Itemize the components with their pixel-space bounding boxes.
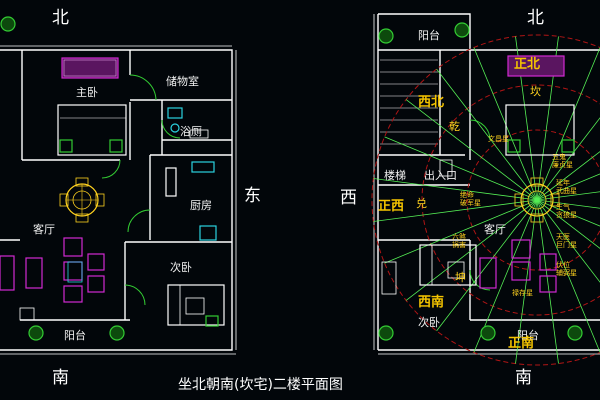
compass-ray: [536, 199, 600, 249]
room-storage: 储物室: [166, 75, 199, 88]
compass-ray: [436, 68, 538, 201]
left-north-label: 北: [52, 8, 69, 28]
room-living: 客厅: [33, 223, 55, 236]
star-label: 六煞: [452, 233, 466, 241]
master-bed: [61, 57, 119, 79]
direction-xi-nan: 西南: [418, 295, 445, 310]
room-kitchen: 厨房: [190, 199, 212, 212]
star-label: 延年: [556, 179, 570, 187]
compass-rays: [373, 36, 600, 364]
compass-ray: [405, 199, 538, 301]
star-label: 辅弼星: [556, 269, 577, 277]
compass-ray: [373, 199, 538, 222]
star-label: 文昌星: [488, 135, 509, 143]
compass-ray: [536, 199, 559, 364]
left-outer-wall: [0, 49, 233, 351]
compass-outer-ring: [371, 34, 600, 366]
room-balcony: 阳台: [64, 329, 86, 342]
star-label: 巨门星: [556, 241, 577, 249]
right-north-label: 北: [527, 8, 544, 28]
room-master-bedroom: 主卧: [76, 86, 98, 99]
compass-ray: [515, 199, 538, 364]
left-furniture: [0, 16, 225, 341]
left-south-label: 南: [52, 368, 69, 388]
room-balcony-top: 阳台: [418, 29, 440, 42]
star-label: 伏位: [556, 261, 570, 269]
right-outer-wall: [378, 13, 600, 51]
star-label: 绝命: [460, 191, 474, 199]
room-balcony-bottom: 阳台: [517, 329, 539, 342]
compass-ray: [373, 178, 538, 201]
left-plan: [0, 45, 237, 355]
room-stair: 楼梯: [384, 169, 406, 182]
star-label: 天医: [556, 233, 570, 241]
compass-ray: [536, 199, 600, 283]
room-living-right: 客厅: [484, 223, 506, 236]
compass-ray: [384, 136, 538, 201]
compass-ray: [536, 199, 600, 209]
direction-zheng-bei: 正北: [514, 57, 541, 72]
star-label: 廉贞星: [552, 161, 573, 169]
room-second-bedroom-right: 次卧: [418, 316, 440, 329]
compass-ray: [536, 173, 600, 201]
direction-zheng-nan: 正南: [508, 336, 535, 351]
compass-ray: [384, 199, 538, 264]
sofa-set: [63, 237, 83, 257]
compass-ray: [405, 99, 538, 201]
compass-ray: [536, 199, 600, 353]
plan-caption: 坐北朝南(坎宅)二楼平面图: [178, 377, 343, 393]
right-south-label: 南: [515, 368, 532, 388]
compass-ray: [536, 47, 600, 201]
right-plan: [373, 13, 600, 355]
star-label: 祸害: [452, 241, 466, 249]
star-label: 五鬼: [552, 153, 566, 161]
star-label: 贪狼星: [556, 211, 577, 219]
trigram-kan: 坎: [530, 85, 541, 98]
bagua-compass: [371, 34, 600, 366]
compass-ray: [536, 191, 600, 201]
star-label: 武曲星: [556, 187, 577, 195]
left-east-label: 东: [244, 186, 261, 206]
compass-ray: [536, 117, 600, 201]
trigram-kun: 坤: [455, 271, 466, 284]
direction-xi-bei: 西北: [418, 95, 445, 110]
star-label: 生气: [556, 203, 570, 211]
right-furniture: [378, 22, 583, 341]
compass-ray: [536, 151, 600, 201]
right-west-label: 西: [340, 188, 357, 208]
trigram-qian: 乾: [449, 120, 460, 133]
trigram-dui: 兑: [416, 197, 427, 210]
compass-ray: [536, 199, 600, 227]
compass-ray: [436, 199, 538, 332]
star-label: 破军星: [460, 199, 481, 207]
room-entry: 出入口: [424, 169, 457, 182]
room-second-bedroom: 次卧: [170, 261, 192, 274]
star-label: 禄存星: [512, 289, 533, 297]
dining-table-right: [520, 183, 554, 217]
direction-zheng-xi: 正西: [378, 199, 405, 214]
room-bath: 浴厕: [180, 125, 202, 138]
master-bed-right: [507, 55, 565, 77]
